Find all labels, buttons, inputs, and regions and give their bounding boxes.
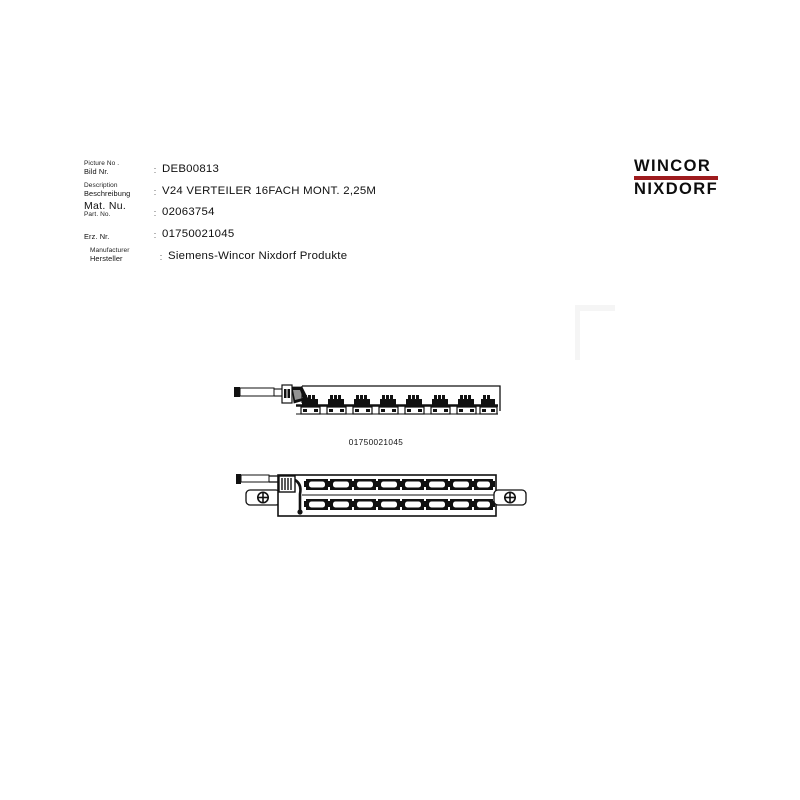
spec-label-de: Hersteller xyxy=(90,253,123,263)
connector-port xyxy=(352,479,378,490)
connector-module xyxy=(352,395,373,415)
mounting-ear-left xyxy=(245,489,281,506)
connector-module xyxy=(456,395,477,415)
spec-value-erzeugnis-no: 01750021045 xyxy=(162,228,235,240)
connector-port xyxy=(448,499,474,510)
screw-icon-left xyxy=(256,491,269,504)
connector-port xyxy=(328,499,354,510)
connector-module xyxy=(479,395,498,415)
spec-label-de: Beschreibung xyxy=(84,188,131,198)
connector-module-group-side xyxy=(300,395,498,415)
connector-row-bottom xyxy=(304,499,495,510)
front-view-svg xyxy=(236,474,527,517)
connector-module xyxy=(300,395,321,415)
connector-port xyxy=(448,479,474,490)
cable-end-cap xyxy=(234,387,240,397)
spec-label-group: Erz. Nr. xyxy=(84,231,148,241)
connector-module xyxy=(378,395,399,415)
logo-red-bar xyxy=(634,176,718,180)
spec-row-picture-no: Picture No . Bild Nr. : DEB00813 xyxy=(84,155,504,175)
spec-row-material-no: Mat. Nu. Part. No. : 02063754 xyxy=(84,199,504,218)
spec-label-group: Manufacturer Hersteller xyxy=(84,248,154,262)
spec-label-de: Bild Nr. xyxy=(84,166,109,176)
spec-colon: : xyxy=(159,252,163,262)
drawing-caption-part-number: 01750021045 xyxy=(348,438,404,447)
connector-module xyxy=(430,395,451,415)
mounting-ear-right xyxy=(493,489,527,506)
part-specification-table: Picture No . Bild Nr. : DEB00813 Descrip… xyxy=(84,155,504,264)
spec-label-de: Erz. Nr. xyxy=(84,231,110,241)
technical-drawing-side-view xyxy=(232,381,520,421)
spec-row-description: Description Beschreibung : V24 VERTEILER… xyxy=(84,177,504,197)
connector-module xyxy=(404,395,425,415)
wincor-nixdorf-logo: WINCOR NIXDORF xyxy=(634,158,720,198)
spec-label-en: Picture No . xyxy=(84,160,120,168)
spec-value-material-no: 02063754 xyxy=(162,206,215,218)
spec-label-group: Picture No . Bild Nr. xyxy=(84,161,148,175)
connector-port xyxy=(328,479,354,490)
connector-port xyxy=(424,499,450,510)
spec-colon: : xyxy=(153,208,157,218)
cable-body xyxy=(239,387,275,397)
scan-artifact xyxy=(575,305,615,360)
spec-colon: : xyxy=(153,165,157,175)
connector-port xyxy=(304,479,330,490)
spec-value-manufacturer: Siemens-Wincor Nixdorf Produkte xyxy=(168,250,348,262)
spec-colon: : xyxy=(153,187,157,197)
connector-row-top xyxy=(304,479,495,490)
connector-port xyxy=(400,499,426,510)
logo-text-nixdorf: NIXDORF xyxy=(634,180,719,198)
incoming-cable xyxy=(236,474,280,484)
spec-label-en: Manufacturer xyxy=(90,247,130,255)
spec-label-group: Mat. Nu. Part. No. xyxy=(84,201,148,218)
connector-port xyxy=(376,479,402,490)
connector-port xyxy=(352,499,378,510)
spec-row-manufacturer: Manufacturer Hersteller : Siemens-Wincor… xyxy=(84,242,504,262)
screw-icon-right xyxy=(503,491,516,504)
spec-row-erzeugnis-no: Erz. Nr. : 01750021045 xyxy=(84,220,504,240)
technical-drawing-front-view xyxy=(236,462,528,524)
spec-label-en: Description xyxy=(84,182,118,190)
connector-port xyxy=(376,499,402,510)
connector-port xyxy=(472,479,495,490)
logo-text-wincor: WINCOR xyxy=(634,157,712,175)
spec-colon: : xyxy=(153,230,157,240)
spec-value-picture-no: DEB00813 xyxy=(162,163,220,175)
connector-port xyxy=(472,499,495,510)
connector-port xyxy=(304,499,330,510)
side-view-svg xyxy=(234,384,501,415)
spec-label-group: Description Beschreibung xyxy=(84,183,148,197)
spec-value-description: V24 VERTEILER 16FACH MONT. 2,25M xyxy=(162,185,377,197)
connector-port xyxy=(400,479,426,490)
connector-port xyxy=(424,479,450,490)
spec-label-de: Mat. Nu. xyxy=(84,200,127,212)
connector-module xyxy=(326,395,347,415)
strain-relief-clamp xyxy=(278,475,303,515)
spec-label-en: Part. No. xyxy=(84,210,111,218)
